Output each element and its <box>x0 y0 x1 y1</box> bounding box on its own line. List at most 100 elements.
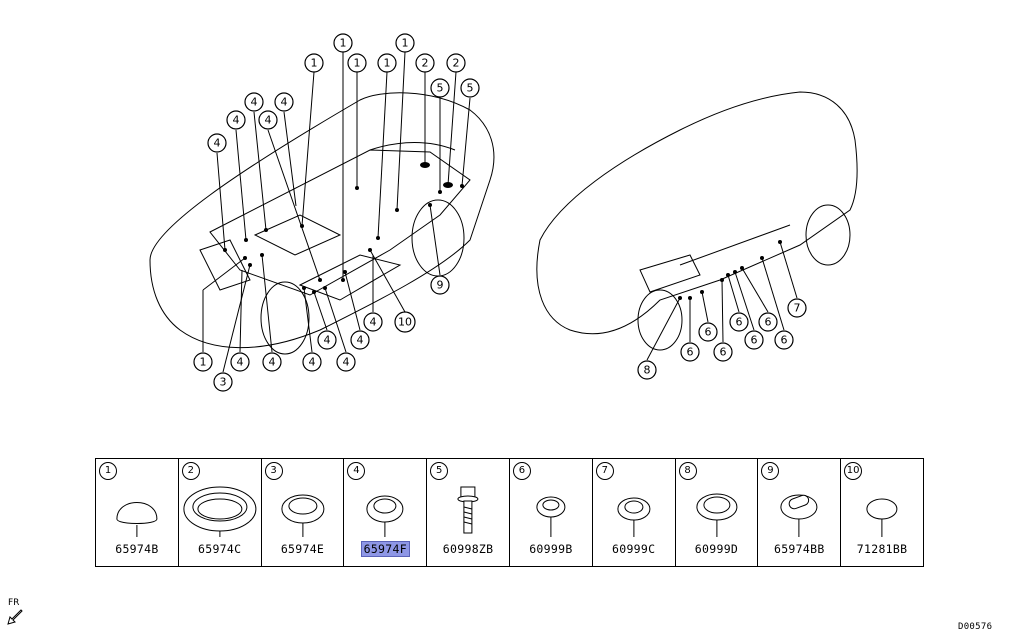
part-number-badge: 10 <box>844 462 863 480</box>
callout: 6 <box>758 312 778 332</box>
callout: 5 <box>430 78 450 98</box>
svg-text:6: 6 <box>705 326 712 339</box>
svg-text:1: 1 <box>340 37 347 50</box>
vehicle-side-view <box>536 91 858 351</box>
callout: 1 <box>333 33 353 53</box>
svg-text:1: 1 <box>354 57 361 70</box>
flat-oval-seal-icon <box>841 479 923 539</box>
callout: 1 <box>304 53 324 73</box>
part-number-badge: 4 <box>347 462 366 480</box>
callout: 4 <box>363 312 383 332</box>
diagram-reference-code: D00576 <box>958 622 993 632</box>
svg-text:7: 7 <box>794 302 801 315</box>
callout: 4 <box>230 352 250 372</box>
svg-text:1: 1 <box>402 37 409 50</box>
callout: 6 <box>713 342 733 362</box>
part-cell[interactable]: 7 60999C <box>593 459 676 566</box>
svg-text:6: 6 <box>736 316 743 329</box>
part-number-badge: 2 <box>181 462 200 480</box>
oval-grommet-icon <box>676 479 758 539</box>
callout: 1 <box>193 352 213 372</box>
leader-lines-right <box>646 240 798 361</box>
svg-text:6: 6 <box>765 316 772 329</box>
callout: 4 <box>207 133 227 153</box>
callout: 2 <box>446 53 466 73</box>
svg-text:6: 6 <box>687 346 694 359</box>
front-direction-label: FR <box>8 598 20 608</box>
svg-text:3: 3 <box>220 376 227 389</box>
svg-text:6: 6 <box>720 346 727 359</box>
part-number-badge: 8 <box>678 462 697 480</box>
svg-text:1: 1 <box>311 57 318 70</box>
part-code: 65974BB <box>773 542 825 556</box>
part-number-badge: 5 <box>430 462 449 480</box>
part-cell[interactable]: 6 60999B <box>510 459 593 566</box>
callouts-right: 7 6 6 6 6 6 6 6 8 <box>637 298 807 380</box>
callout: 10 <box>394 311 416 333</box>
part-cell[interactable]: 10 71281BB <box>841 459 923 566</box>
svg-text:4: 4 <box>343 356 350 369</box>
callout: 4 <box>258 110 278 130</box>
svg-text:4: 4 <box>309 356 316 369</box>
parts-table: 1 65974B 2 65974C 3 65974E 4 65974F 5 60… <box>95 458 924 567</box>
small-grommet-icon <box>593 479 675 539</box>
svg-text:4: 4 <box>281 96 288 109</box>
callout: 6 <box>729 312 749 332</box>
callout: 1 <box>377 53 397 73</box>
svg-text:4: 4 <box>357 334 364 347</box>
svg-text:9: 9 <box>437 279 444 292</box>
svg-text:2: 2 <box>422 57 429 70</box>
callout: 4 <box>336 352 356 372</box>
callout: 3 <box>213 372 233 392</box>
svg-text:8: 8 <box>644 364 651 377</box>
callout: 4 <box>262 352 282 372</box>
part-number-badge: 9 <box>761 462 780 480</box>
callout: 5 <box>460 78 480 98</box>
part-code: 60998ZB <box>442 542 494 556</box>
callout: 4 <box>274 92 294 112</box>
callout: 6 <box>744 330 764 350</box>
part-code: 71281BB <box>856 542 908 556</box>
callout: 8 <box>637 360 657 380</box>
svg-text:1: 1 <box>200 356 207 369</box>
slotted-plug-icon <box>758 479 840 539</box>
svg-text:4: 4 <box>265 114 272 127</box>
callout: 6 <box>774 330 794 350</box>
callout: 7 <box>787 298 807 318</box>
svg-text:4: 4 <box>370 316 377 329</box>
part-cell[interactable]: 9 65974BB <box>758 459 842 566</box>
svg-text:5: 5 <box>437 82 444 95</box>
svg-text:1: 1 <box>384 57 391 70</box>
callout: 4 <box>350 330 370 350</box>
part-code: 65974E <box>280 542 325 556</box>
svg-text:6: 6 <box>751 334 758 347</box>
part-cell[interactable]: 2 65974C <box>179 459 262 566</box>
oval-grommet-icon <box>344 479 426 539</box>
callout: 4 <box>244 92 264 112</box>
part-code-highlighted: 65974F <box>344 541 426 557</box>
svg-text:4: 4 <box>214 137 221 150</box>
front-direction-arrow-icon <box>7 609 23 625</box>
part-cell[interactable]: 3 65974E <box>262 459 345 566</box>
part-code: 60999D <box>694 542 739 556</box>
part-code: 60999C <box>612 542 656 556</box>
part-cell[interactable]: 5 60998ZB <box>427 459 510 566</box>
part-cell[interactable]: 4 65974F <box>344 459 428 566</box>
large-oval-plug-icon <box>179 479 261 539</box>
callout: 6 <box>680 342 700 362</box>
svg-text:4: 4 <box>251 96 258 109</box>
part-cell[interactable]: 8 60999D <box>676 459 759 566</box>
svg-text:6: 6 <box>781 334 788 347</box>
part-code: 60999B <box>529 542 573 556</box>
part-cell[interactable]: 1 65974B <box>96 459 179 566</box>
callout: 1 <box>347 53 367 73</box>
bolt-icon <box>427 479 509 539</box>
callout: 1 <box>395 33 415 53</box>
callout: 4 <box>302 352 322 372</box>
part-code: 65974C <box>198 542 242 556</box>
callouts-left: 1 1 1 1 1 2 2 5 5 4 4 4 4 4 4 9 10 1 3 4… <box>193 33 480 392</box>
svg-text:4: 4 <box>269 356 276 369</box>
svg-text:2: 2 <box>453 57 460 70</box>
part-number-badge: 6 <box>512 462 531 480</box>
